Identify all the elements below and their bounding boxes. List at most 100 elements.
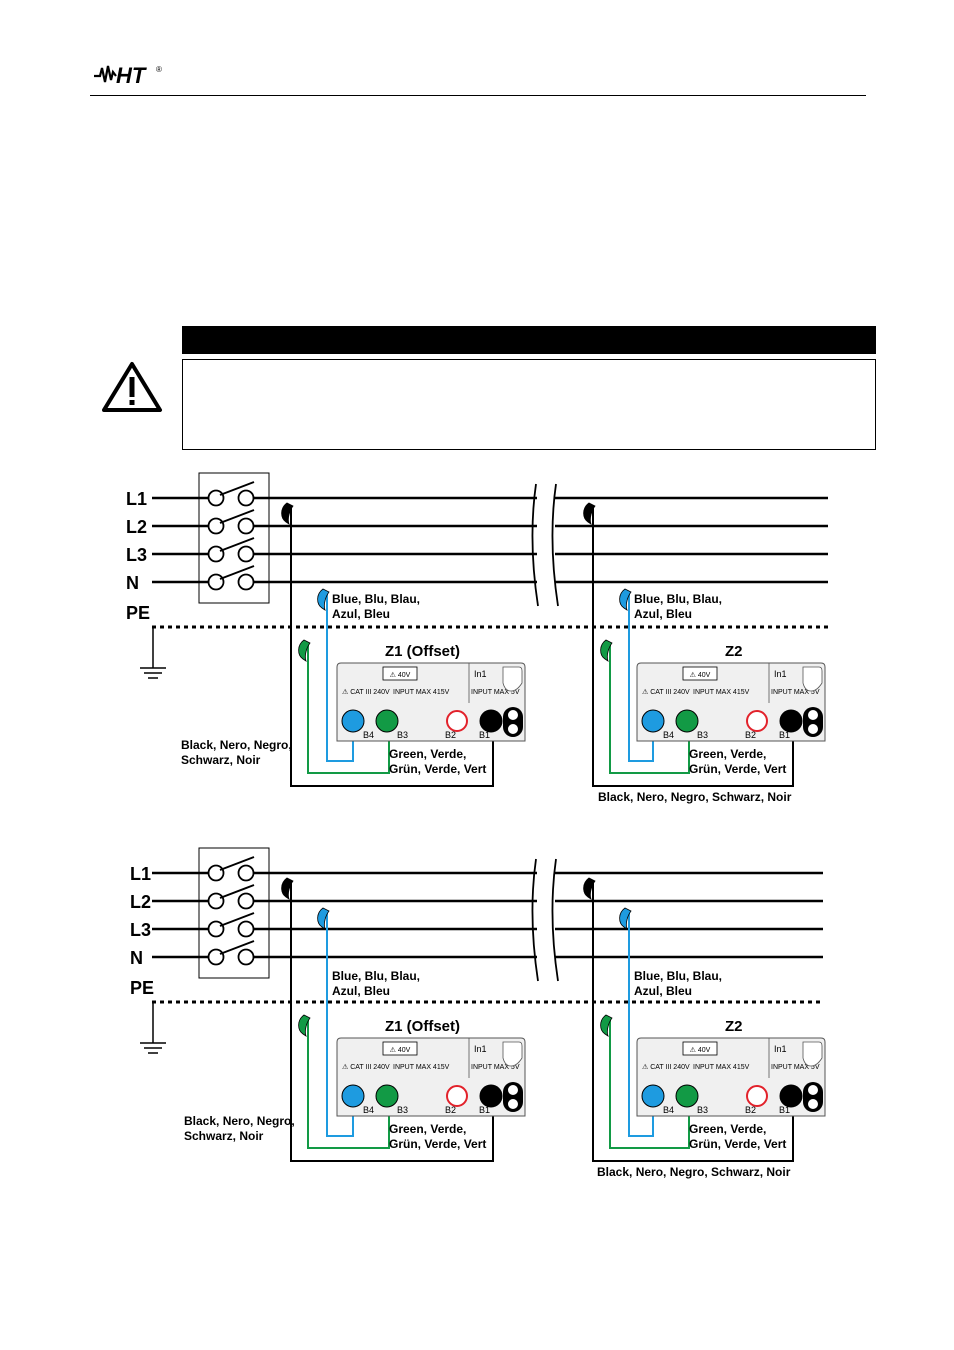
terminal-connector-hole <box>806 722 820 736</box>
device-input-max-text: INPUT MAX 415V <box>693 689 750 696</box>
z2-blue-label: Azul, Bleu <box>634 984 692 998</box>
blue-wire <box>326 911 354 1137</box>
breaker-contact <box>207 517 225 535</box>
bus-label-l1: L1 <box>130 864 151 884</box>
black-clip-icon <box>281 502 294 525</box>
breaker-contact <box>237 948 255 966</box>
terminal-label-b3: B3 <box>697 1105 708 1115</box>
terminal-label-b1: B1 <box>479 730 490 740</box>
terminal-label-b3: B3 <box>397 1105 408 1115</box>
device-input-max5-text: INPUT MAX 5V <box>771 1064 820 1071</box>
device-rating-box <box>682 1041 718 1056</box>
blue-clip-icon <box>619 588 632 611</box>
logo-registered-mark: ® <box>156 65 162 74</box>
device-rating-box <box>682 666 718 681</box>
z2-black-label: Black, Nero, Negro, Schwarz, Noir <box>598 790 792 804</box>
blue-wire <box>326 592 354 762</box>
breaker-lever <box>219 481 255 496</box>
bus-label-n: N <box>126 573 139 593</box>
breaker-contact <box>207 545 225 563</box>
z2-title: Z2 <box>725 643 743 660</box>
device-input-socket <box>802 1041 823 1067</box>
green-clip-icon <box>298 639 311 662</box>
device-input-max-text: INPUT MAX 415V <box>393 1064 450 1071</box>
device-cat-text: ⚠ CAT III 240V <box>342 688 390 696</box>
breaker-contact <box>207 920 225 938</box>
terminal-b3 <box>375 1084 399 1108</box>
terminal-b3 <box>675 1084 699 1108</box>
device-input-max5-text: INPUT MAX 5V <box>771 689 820 696</box>
device-input-label: In1 <box>474 1044 487 1054</box>
breaker-lever <box>219 565 255 580</box>
green-wire <box>307 1020 390 1149</box>
z2-green-label: Green, Verde, <box>689 1122 766 1136</box>
black-wire <box>592 881 794 1162</box>
terminal-label-b1: B1 <box>779 730 790 740</box>
terminal-label-b2: B2 <box>445 1105 456 1115</box>
terminal-connector-hole <box>506 722 520 736</box>
device-rating-text: ⚠ 40V <box>690 1046 711 1054</box>
bus-label-pe: PE <box>126 603 150 623</box>
breaker-contact <box>237 892 255 910</box>
green-wire <box>307 645 390 774</box>
breaker-lever <box>219 940 255 955</box>
z1-black-label: Black, Nero, Negro, <box>181 738 292 752</box>
black-clip-icon <box>583 877 596 900</box>
terminal-b4 <box>641 1084 665 1108</box>
logo-text: HT <box>116 63 147 88</box>
black-clip-icon <box>583 502 596 525</box>
black-clip-icon <box>281 877 294 900</box>
z1-green-label: Grün, Verde, Vert <box>389 762 486 776</box>
logo-wave-icon <box>94 65 117 83</box>
z1-blue-label: Blue, Blu, Blau, <box>332 592 420 606</box>
break-mark <box>551 483 559 607</box>
z2-green-label: Green, Verde, <box>689 747 766 761</box>
green-wire <box>609 1020 690 1149</box>
terminal-label-b3: B3 <box>397 730 408 740</box>
z1-blue-label: Azul, Bleu <box>332 607 390 621</box>
breaker-lever <box>219 884 255 899</box>
terminal-b1 <box>479 709 503 733</box>
terminal-label-b4: B4 <box>663 730 674 740</box>
terminal-connector-hole <box>506 1083 520 1097</box>
black-wire <box>290 506 494 787</box>
terminal-label-b4: B4 <box>363 730 374 740</box>
breaker-contact <box>207 948 225 966</box>
terminal-b1 <box>779 1084 803 1108</box>
warning-triangle-icon <box>102 362 162 412</box>
terminal-connector-hole <box>506 1097 520 1111</box>
terminal-connector-hole <box>806 1097 820 1111</box>
device-input-max5-text: INPUT MAX 5V <box>471 689 520 696</box>
device-input-socket <box>802 666 823 692</box>
z1-green-label: Green, Verde, <box>389 1122 466 1136</box>
terminal-b1 <box>779 709 803 733</box>
breaker-lever <box>219 537 255 552</box>
bus-label-n: N <box>130 948 143 968</box>
warning-box <box>182 359 876 450</box>
z1-title: Z1 (Offset) <box>385 1018 460 1035</box>
bus-label-l3: L3 <box>130 920 151 940</box>
terminal-b2 <box>446 1085 468 1107</box>
breaker-contact <box>237 573 255 591</box>
terminal-b2 <box>746 1085 768 1107</box>
device-input-max-text: INPUT MAX 415V <box>393 689 450 696</box>
terminal-label-b4: B4 <box>663 1105 674 1115</box>
device-cat-text: ⚠ CAT III 240V <box>342 1063 390 1071</box>
black-wire <box>290 881 494 1162</box>
terminal-b4 <box>341 1084 365 1108</box>
breaker-contact <box>207 573 225 591</box>
device-input-socket <box>502 1041 523 1067</box>
z1-green-label: Green, Verde, <box>389 747 466 761</box>
blue-wire <box>628 592 654 762</box>
device-cat-text: ⚠ CAT III 240V <box>642 688 690 696</box>
terminal-label-b2: B2 <box>745 730 756 740</box>
terminal-connector-hole <box>806 708 820 722</box>
bus-label-pe: PE <box>130 978 154 998</box>
break-mark <box>551 858 559 982</box>
terminal-b4 <box>341 709 365 733</box>
breaker-box <box>198 472 270 604</box>
breaker-contact <box>237 920 255 938</box>
z1-title: Z1 (Offset) <box>385 643 460 660</box>
